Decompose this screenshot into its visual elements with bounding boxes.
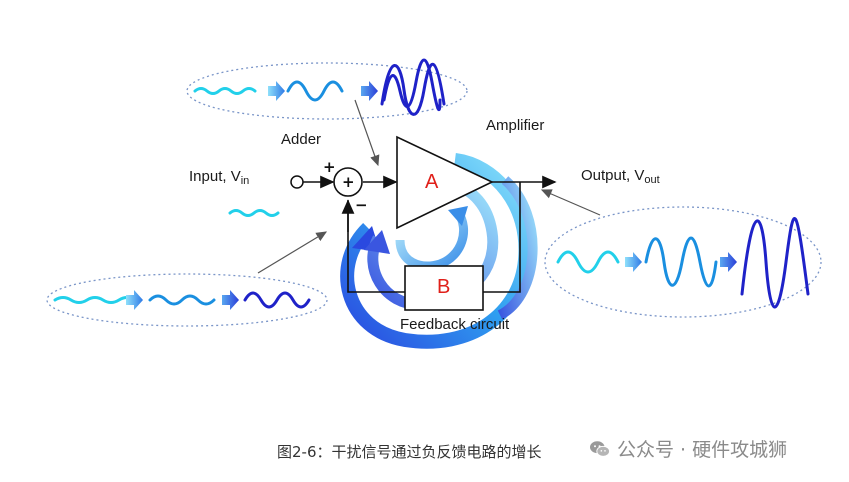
adder-label: Adder <box>281 131 322 148</box>
adder-plus-input: + <box>323 158 336 176</box>
output-label-main: Output, V <box>581 167 645 184</box>
block-a-letter: A <box>425 171 439 193</box>
amplifier-triangle <box>396 135 494 230</box>
feedback-block-b <box>404 265 484 311</box>
top-waves <box>193 58 446 116</box>
top-flow-arrows <box>268 81 378 101</box>
output-label: Output, Vout <box>581 167 660 186</box>
amplifier-label: Amplifier <box>486 117 545 134</box>
input-wave <box>228 209 280 217</box>
left-flow-arrows <box>126 290 239 310</box>
ellipse-right <box>544 206 822 318</box>
ellipse-left <box>46 273 328 327</box>
input-label: Input, Vin <box>189 168 250 187</box>
block-b-letter: B <box>437 276 451 298</box>
circuit-lines <box>303 175 557 293</box>
signal-ellipses <box>46 62 822 327</box>
wechat-icon <box>590 440 611 457</box>
ellipse-top <box>186 62 468 120</box>
input-terminal-icon <box>290 175 304 189</box>
pointer-lines <box>257 99 601 274</box>
figure-caption: 图2-6：干扰信号通过负反馈电路的增长 <box>277 443 542 461</box>
watermark: 公众号 · 硬件攻城狮 <box>585 433 792 464</box>
right-waves <box>556 217 810 309</box>
adder-symbol: + <box>342 173 355 191</box>
watermark-text: 公众号 · 硬件攻城狮 <box>617 439 788 461</box>
feedback-circuit-label: Feedback circuit <box>400 316 510 333</box>
left-waves <box>53 291 311 309</box>
adder-circle <box>333 167 363 197</box>
output-label-sub: out <box>644 174 660 186</box>
right-flow-arrows <box>625 252 737 272</box>
input-label-main: Input, V <box>189 168 241 185</box>
input-label-sub: in <box>240 175 250 187</box>
adder-minus-feedback: − <box>355 196 368 214</box>
